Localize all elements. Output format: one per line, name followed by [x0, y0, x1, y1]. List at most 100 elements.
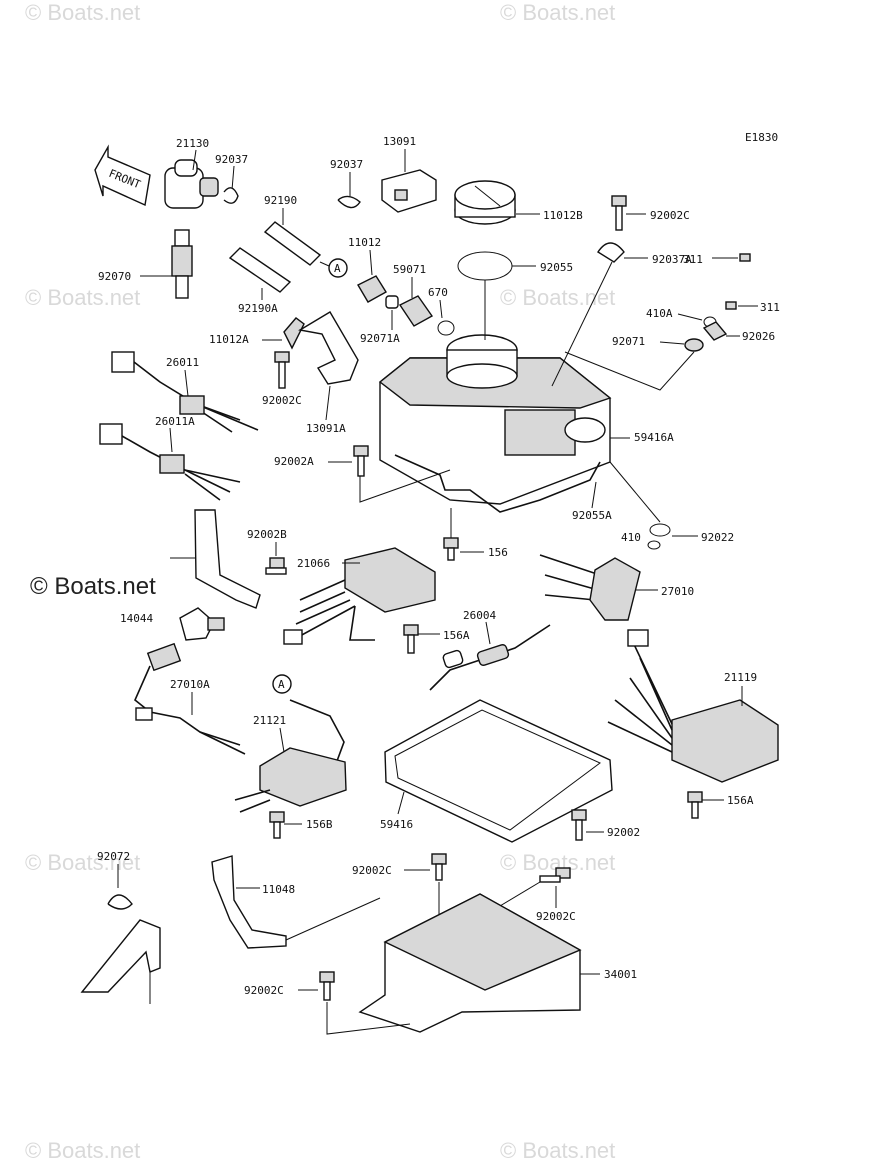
label-27010: 27010 — [661, 585, 694, 598]
o-ring-icon — [649, 523, 671, 537]
spark-plug-icon — [171, 229, 193, 299]
label-11012b: 11012B — [543, 209, 583, 222]
front-arrow-icon: FRONT — [94, 144, 151, 207]
watermark: © Boats.net — [25, 1138, 140, 1163]
bracket-icon — [211, 855, 287, 949]
label-11048: 11048 — [262, 883, 295, 896]
label-92190a: 92190A — [238, 302, 278, 315]
label-92002a: 92002A — [274, 455, 314, 468]
bracket-block-icon — [381, 169, 437, 213]
label-92071a: 92071A — [360, 332, 400, 345]
label-92070: 92070 — [98, 270, 131, 283]
label-92022: 92022 — [701, 531, 734, 544]
regulator-icon — [283, 547, 436, 645]
label-21121: 21121 — [253, 714, 286, 727]
label-92002c: 92002C — [262, 394, 302, 407]
tube-icon — [263, 221, 322, 266]
spark-plug-cap-icon — [164, 159, 219, 209]
bolt-icon — [611, 195, 627, 231]
grommet-icon — [702, 321, 728, 341]
label-13091: 13091 — [383, 135, 416, 148]
label-11012: 11012 — [348, 236, 381, 249]
label-311: 311 — [760, 301, 780, 314]
grommet-icon — [385, 295, 399, 309]
bolt-icon — [353, 445, 369, 477]
label-92002c: 92002C — [352, 864, 392, 877]
label-59416a: 59416A — [634, 431, 674, 444]
label-92055: 92055 — [540, 261, 573, 274]
label-11012a: 11012A — [209, 333, 249, 346]
label-92026: 92026 — [742, 330, 775, 343]
bolt-icon — [319, 971, 335, 1001]
label-92002c: 92002C — [536, 910, 576, 923]
wire-harness-icon — [134, 642, 246, 755]
label-311: 311 — [683, 253, 703, 266]
fitting-icon — [398, 295, 434, 327]
label-156: 156 — [488, 546, 508, 559]
label-21130: 21130 — [176, 137, 209, 150]
label-410a: 410A — [646, 307, 673, 320]
bracket-icon — [298, 311, 359, 385]
relay-icon — [539, 554, 641, 621]
label-59071: 59071 — [393, 263, 426, 276]
bracket-icon — [194, 509, 261, 609]
bolt-icon — [274, 351, 290, 389]
label-670: 670 — [428, 286, 448, 299]
label-156b: 156B — [306, 818, 333, 831]
clip-icon — [597, 242, 625, 263]
label-156a: 156A — [443, 629, 470, 642]
label-92072: 92072 — [97, 850, 130, 863]
bolt-icon — [443, 537, 459, 561]
label-59416: 59416 — [380, 818, 413, 831]
fitting-icon — [725, 301, 737, 310]
callout-a-text: A — [278, 678, 285, 691]
clip-icon — [107, 894, 133, 910]
watermark-main: © Boats.net — [30, 573, 156, 600]
o-ring-icon — [457, 251, 513, 281]
grommet-icon — [684, 338, 704, 352]
cap-fitting-icon — [283, 317, 305, 350]
mounting-plate-icon — [358, 893, 582, 1033]
o-ring-icon — [647, 540, 661, 550]
o-ring-icon — [437, 320, 455, 336]
sensor-icon — [179, 607, 225, 641]
clip-icon — [337, 195, 361, 209]
gasket-tray-icon — [384, 699, 613, 843]
callout-a-text: A — [334, 262, 341, 275]
callout-a — [328, 258, 348, 278]
label-13091a: 13091A — [306, 422, 346, 435]
label-14044: 14044 — [120, 612, 153, 625]
filler-cap-icon — [454, 180, 516, 225]
fitting-icon — [739, 253, 751, 262]
electrical-case-icon — [378, 334, 612, 513]
cdi-unit-icon — [607, 629, 779, 783]
bolt-icon — [403, 624, 419, 654]
wire-connector-icon — [99, 423, 241, 501]
watermark: © Boats.net — [500, 285, 615, 310]
watermark: © Boats.net — [25, 285, 140, 310]
label-410: 410 — [621, 531, 641, 544]
bolt-icon — [269, 811, 285, 839]
label-27010a: 27010A — [170, 678, 210, 691]
label-21066: 21066 — [297, 557, 330, 570]
clip-icon — [223, 187, 239, 204]
wire-connector-icon — [111, 351, 259, 433]
label-92002b: 92002B — [247, 528, 287, 541]
fuse-icon — [429, 624, 551, 691]
watermark: © Boats.net — [25, 0, 140, 25]
label-34001: 34001 — [604, 968, 637, 981]
label-21119: 21119 — [724, 671, 757, 684]
callout-a — [272, 674, 292, 694]
fitting-icon — [357, 275, 387, 303]
label-92071: 92071 — [612, 335, 645, 348]
label-26011: 26011 — [166, 356, 199, 369]
label-92002c: 92002C — [244, 984, 284, 997]
label-26011a: 26011A — [155, 415, 195, 428]
bolt-icon — [539, 867, 571, 883]
bolt-icon — [265, 557, 287, 575]
label-92037: 92037 — [215, 153, 248, 166]
label-92037a: 92037A — [652, 253, 692, 266]
bolt-icon — [431, 853, 447, 881]
bracket-icon — [80, 919, 161, 993]
